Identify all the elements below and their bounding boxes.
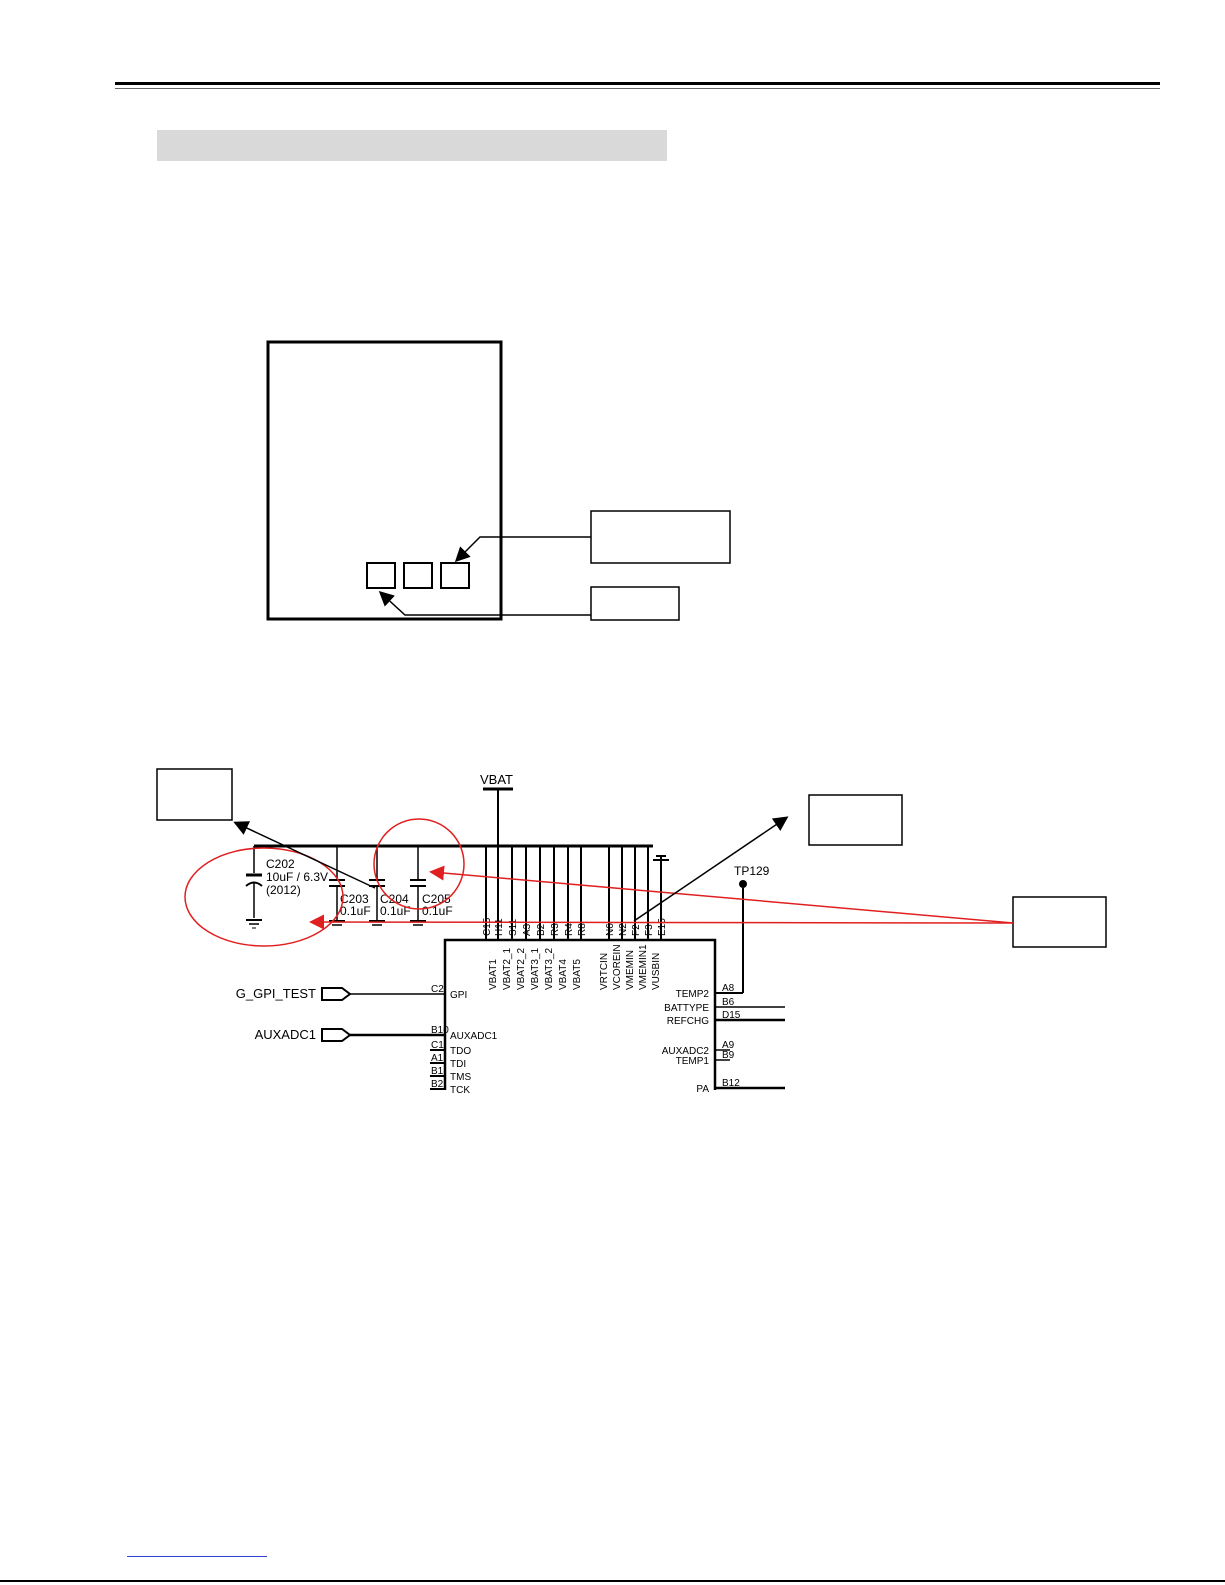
callout-box-upper [590, 510, 731, 564]
callout-box-top-right [808, 794, 903, 846]
port-auxadc1: AUXADC1 [255, 1027, 445, 1042]
c205-value: 0.1uF [422, 904, 453, 918]
port-auxadc1-label: AUXADC1 [255, 1027, 316, 1042]
right-pin-number: B12 [722, 1078, 740, 1089]
callout-box-left [156, 768, 233, 821]
board-pad-3 [440, 562, 470, 589]
c202-ref: C202 [266, 857, 295, 871]
board-pad-1 [366, 562, 396, 589]
tp129-label: TP129 [734, 864, 770, 878]
left-pin-number: C1 [431, 1040, 444, 1051]
top-pin-number: R3 [550, 923, 561, 936]
top-pin-number: N2 [618, 923, 629, 936]
c202-size: (2012) [266, 883, 301, 897]
right-pin-name: TEMP1 [676, 1056, 710, 1067]
capacitor-c202: C202 10uF / 6.3V (2012) [245, 846, 328, 929]
c203-value: 0.1uF [340, 904, 371, 918]
footer-rule [0, 1580, 1225, 1582]
right-pin-name: PA [696, 1084, 709, 1095]
section-heading-bar [157, 130, 667, 161]
footer-link-underline[interactable] [127, 1556, 267, 1557]
right-pin-name: REFCHG [667, 1016, 709, 1027]
top-pin-number: R4 [564, 923, 575, 936]
top-pin-number: F2 [631, 924, 642, 936]
arrow-to-callout-left [233, 821, 376, 889]
left-pin-name: TCK [450, 1085, 470, 1096]
top-pin-name: VCOREIN [612, 944, 623, 990]
top-pin-name: VUSBIN [651, 953, 662, 990]
port-g-gpi-test-label: G_GPI_TEST [236, 986, 316, 1001]
left-pin-name: AUXADC1 [450, 1031, 498, 1042]
header-rule [115, 82, 1160, 85]
right-pin-name: BATTYPE [664, 1003, 709, 1014]
callout-box-lower [590, 586, 680, 621]
left-pin-name: GPI [450, 990, 467, 1001]
right-pin-number: D15 [722, 1010, 741, 1021]
right-pin-number: B9 [722, 1050, 735, 1061]
top-pin-number: E15 [657, 918, 668, 936]
left-pin-number: A1 [431, 1053, 444, 1064]
red-arrow-to-c202 [309, 914, 1014, 930]
top-pin-number: H11 [494, 918, 505, 936]
left-pin-number: B10 [431, 1025, 449, 1036]
left-pin-name: TMS [450, 1072, 471, 1083]
top-pin-number: S11 [508, 919, 519, 936]
port-g-gpi-test: G_GPI_TEST [236, 986, 445, 1001]
right-pin-number: A8 [722, 983, 735, 994]
arrow-to-callout-top-right [633, 816, 789, 922]
header-rule-thin [115, 88, 1160, 89]
left-pin-number: B2 [431, 1079, 444, 1090]
callout-arrow-upper [454, 536, 591, 563]
c204-value: 0.1uF [380, 904, 411, 918]
top-pin-name: VBAT3_1 [530, 948, 541, 990]
top-pin-number: R8 [577, 923, 588, 936]
top-pin-name: VBAT5 [572, 959, 583, 990]
right-pin-name: AUXADC2 [662, 1046, 710, 1057]
capacitor-c205: C205 0.1uF [410, 846, 453, 926]
vbat-label: VBAT [480, 772, 513, 787]
highlight-circle-c205 [373, 818, 465, 910]
top-pin-number: F3 [644, 924, 655, 936]
c202-value: 10uF / 6.3V [266, 870, 328, 884]
c203-ref: C203 [340, 892, 369, 906]
testpoint-tp129: TP129 [715, 864, 770, 994]
callout-box-right [1012, 896, 1107, 948]
board-outline [266, 340, 503, 621]
top-pin-name: VBAT4 [558, 959, 569, 990]
left-pin-number: B1 [431, 1066, 444, 1077]
red-arrow-to-c205 [429, 865, 1014, 924]
top-pin-name: VBAT2_1 [502, 948, 513, 990]
top-pin-name: VMEMIN [625, 950, 636, 990]
top-pin-name: VMEMIN1 [638, 944, 649, 990]
left-pin-name: TDO [450, 1046, 471, 1057]
top-pin-name: VBAT3_2 [544, 948, 555, 990]
board-pad-2 [403, 562, 433, 589]
left-pin-name: TDI [450, 1059, 466, 1070]
capacitor-c204: C204 0.1uF [369, 846, 411, 926]
highlight-circle-c202 [184, 847, 344, 947]
top-pin-stubs [485, 846, 649, 940]
right-pin-name: TEMP2 [676, 989, 710, 1000]
right-pin-number: A9 [722, 1040, 735, 1051]
top-pin-number: N6 [605, 923, 616, 936]
top-pin-number: A3 [522, 923, 533, 936]
c205-ref: C205 [422, 892, 451, 906]
top-pin-number: B2 [536, 923, 547, 936]
top-pin-name: VRTCIN [599, 953, 610, 990]
capacitor-c203: C203 0.1uF [329, 846, 371, 926]
top-pin-number: C15 [482, 917, 493, 936]
top-pin-name: VBAT2_2 [516, 948, 527, 990]
callout-arrow-lower [378, 590, 591, 616]
right-pin-number: B6 [722, 997, 735, 1008]
top-pin-name: VBAT1 [488, 959, 499, 990]
left-pin-number: C2 [431, 984, 444, 995]
